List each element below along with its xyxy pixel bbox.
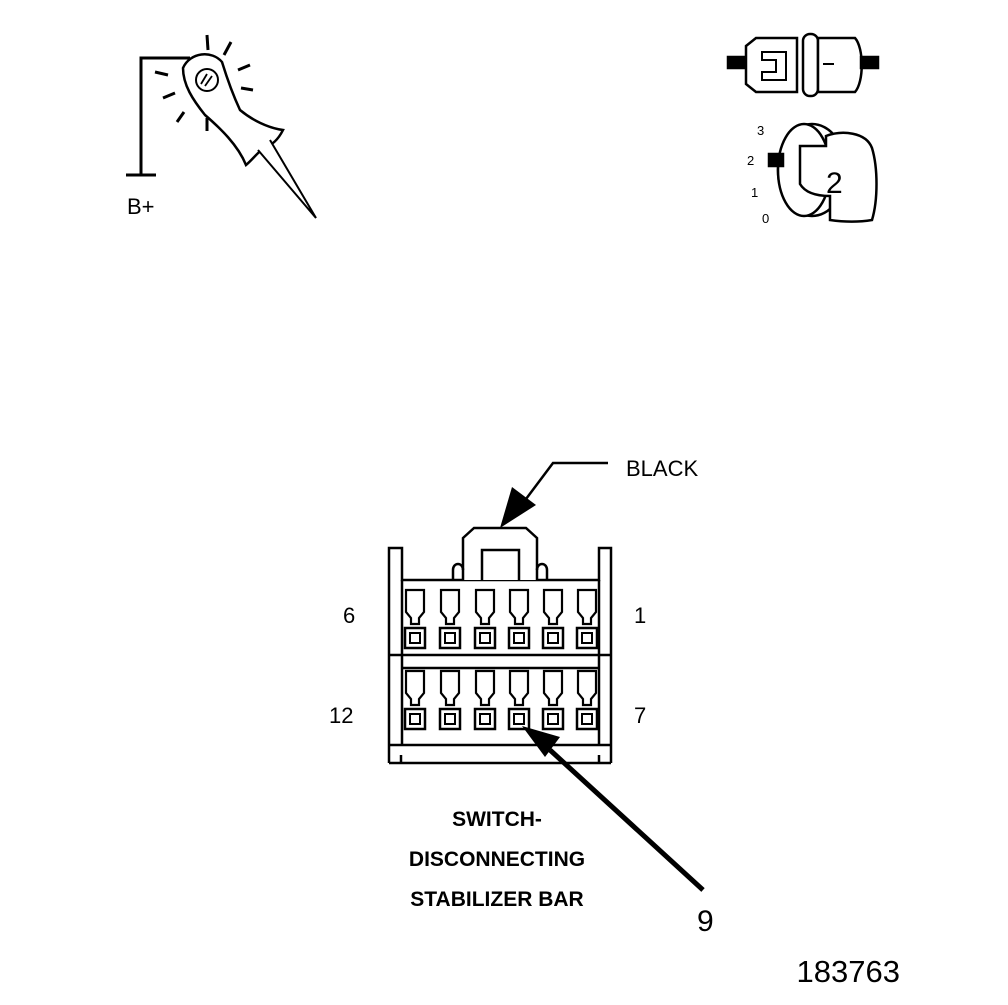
connector-name-line1: SWITCH- <box>452 808 542 831</box>
key-position-1: 1 <box>751 185 758 200</box>
key-selected-position: 2 <box>826 167 843 200</box>
terminal-cavity-9 <box>507 669 531 731</box>
terminal-cavity-12 <box>403 669 427 731</box>
key-position-3: 3 <box>757 123 764 138</box>
terminal-cavity-1 <box>575 588 599 650</box>
terminal-cavities <box>403 588 599 731</box>
terminal-cavity-7 <box>575 669 599 731</box>
key-position-0: 0 <box>762 211 769 226</box>
terminal-cavity-6 <box>403 588 427 650</box>
terminal-cavity-8 <box>541 669 565 731</box>
pin-callout-arrow <box>522 726 705 892</box>
key-position-2: 2 <box>747 153 754 168</box>
pin-label-6: 6 <box>343 603 355 628</box>
connector-disconnect-icon <box>726 32 880 98</box>
connector-color-label: BLACK <box>626 456 698 481</box>
terminal-cavity-5 <box>438 588 462 650</box>
pin-label-7: 7 <box>634 703 646 728</box>
connector-name-line2: DISCONNECTING <box>409 848 585 871</box>
figure-id: 183763 <box>797 954 900 989</box>
pin-label-12: 12 <box>329 703 353 728</box>
terminal-cavity-11 <box>438 669 462 731</box>
connector-name-line3: STABILIZER BAR <box>410 888 583 911</box>
terminal-cavity-10 <box>473 669 497 731</box>
pin-label-1: 1 <box>634 603 646 628</box>
test-light-probe-icon <box>126 34 317 219</box>
color-callout-arrow <box>500 461 608 528</box>
terminal-cavity-2 <box>541 588 565 650</box>
connector-face <box>387 526 613 765</box>
ignition-key-icon <box>767 122 878 223</box>
terminal-cavity-4 <box>473 588 497 650</box>
b-plus-label: B+ <box>127 194 155 219</box>
callout-pin-number: 9 <box>697 905 714 938</box>
terminal-cavity-3 <box>507 588 531 650</box>
